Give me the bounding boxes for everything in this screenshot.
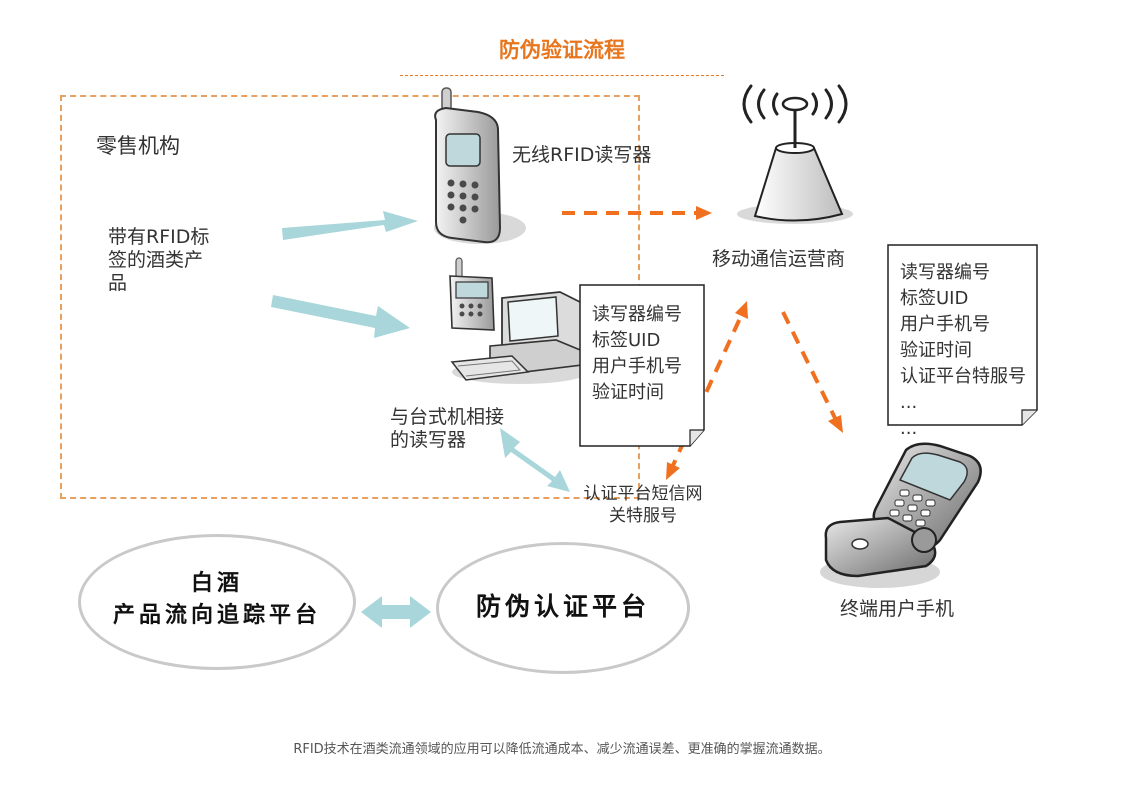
- operator-to-phone-dashed-arrow: [781, 311, 843, 433]
- gateway-label-line-1: 认证平台短信网: [583, 484, 703, 504]
- desktop-computer-reader-icon: [449, 257, 591, 384]
- caption: RFID技术在酒类流通领域的应用可以降低流通成本、减少流通误差、更准确的掌握流通…: [293, 742, 831, 757]
- note-right-line-1: 读写器编号: [900, 262, 990, 283]
- title-divider: [400, 75, 724, 76]
- note-right: 读写器编号 标签UID 用户手机号 验证时间 认证平台特服号 ... ...: [890, 260, 1026, 442]
- desktop-reader-label-line-1: 与台式机相接: [390, 406, 505, 428]
- note-left-line-1: 读写器编号: [592, 304, 682, 325]
- antenna-tower-icon: [737, 84, 853, 224]
- anti-counterfeit-platform: [436, 542, 690, 674]
- note-right-line-3: 用户手机号: [900, 314, 990, 335]
- gateway-label-line-2: 关特服号: [609, 505, 677, 526]
- platform-double-arrow: [361, 596, 431, 628]
- retail-institution-label: 零售机构: [96, 134, 180, 158]
- liquor-platform-line-1: 白酒: [190, 570, 243, 596]
- note-right-line-5: 认证平台特服号: [900, 366, 1026, 387]
- note-left-line-3: 用户手机号: [592, 356, 682, 377]
- reader-to-operator-dashed-arrow: [562, 206, 712, 220]
- desktop-reader-to-gateway-double-arrow: [500, 428, 570, 492]
- product-label-line-1: 带有RFID标: [108, 226, 210, 248]
- liquor-platform-line-2: 产品流向追踪平台: [112, 602, 321, 628]
- page-title: 防伪验证流程: [499, 38, 625, 62]
- desktop-reader-label: 与台式机相接 的读写器: [390, 406, 504, 452]
- product-label: 带有RFID标 签的酒类产 品: [108, 226, 209, 294]
- note-left-line-2: 标签UID: [592, 330, 661, 351]
- note-left: 读写器编号 标签UID 用户手机号 验证时间: [582, 302, 682, 406]
- product-to-wireless-reader-arrow: [282, 211, 418, 240]
- wireless-reader-label: 无线RFID读写器: [512, 144, 652, 166]
- desktop-reader-label-line-2: 的读写器: [390, 428, 467, 451]
- gateway-label: 认证平台短信网 关特服号: [566, 484, 720, 528]
- note-right-line-2: 标签UID: [900, 288, 969, 309]
- note-right-line-6: ...: [900, 392, 918, 413]
- note-left-paper: [579, 284, 705, 447]
- mobile-phone-reader-icon: [434, 87, 526, 244]
- liquor-tracking-platform-text: 白酒 产品流向追踪平台: [78, 568, 356, 632]
- mobile-operator-label: 移动通信运营商: [712, 248, 846, 270]
- note-right-line-7: ...: [900, 418, 918, 439]
- end-user-phone-label: 终端用户手机: [840, 598, 955, 620]
- product-label-line-2: 签的酒类产: [108, 248, 204, 271]
- note-right-paper: [887, 244, 1038, 426]
- product-to-desktop-reader-arrow: [271, 295, 410, 338]
- liquor-tracking-platform: [78, 534, 356, 670]
- note-left-line-4: 验证时间: [592, 382, 664, 403]
- product-label-line-3: 品: [108, 271, 128, 294]
- flip-phone-icon: [820, 442, 982, 588]
- anti-counterfeit-platform-label: 防伪认证平台: [475, 592, 650, 621]
- note-right-line-4: 验证时间: [900, 340, 972, 361]
